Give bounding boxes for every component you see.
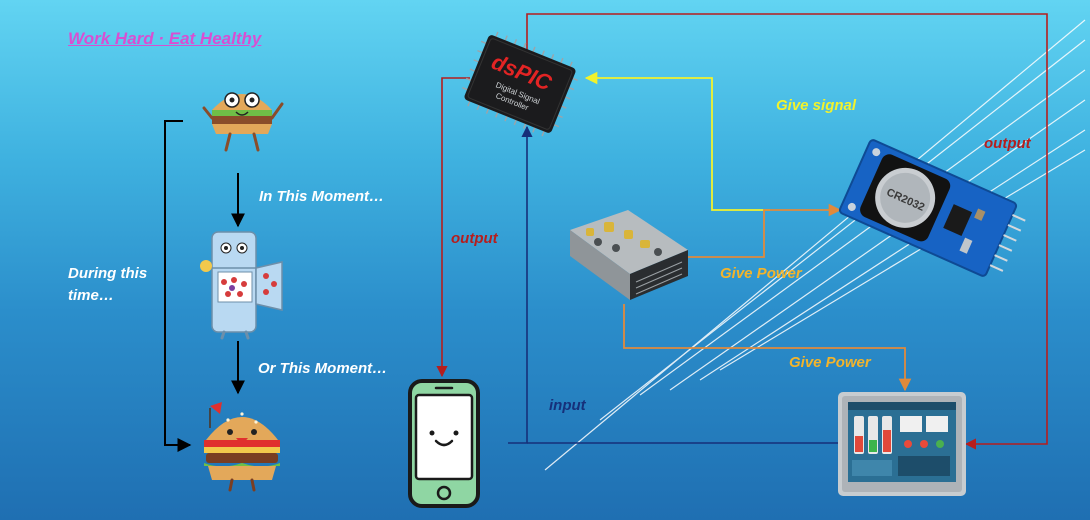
- output-line-to-phone: [436, 77, 470, 378]
- give-power-line-rtc: [686, 203, 842, 258]
- rtc-module: CR2032: [838, 139, 1026, 277]
- label-give-signal: Give signal: [776, 97, 857, 114]
- burger-happy: [204, 402, 280, 492]
- fridge-character: [200, 231, 283, 340]
- dspic-chip: dsPIC Digital Signal Controller: [462, 31, 578, 137]
- input-line-to-dspic: [508, 125, 533, 444]
- page-title: Work Hard · Eat Healthy: [68, 29, 262, 48]
- label-input: input: [549, 397, 586, 414]
- label-give-power-rtc: Give Power: [720, 265, 802, 282]
- power-supply: [570, 210, 688, 300]
- burger-with-glasses: [202, 92, 284, 152]
- during-line2: time…: [68, 287, 114, 304]
- phone-icon: [408, 379, 480, 508]
- label-or-this-moment: Or This Moment…: [258, 360, 388, 377]
- label-during-this-time: During this time…: [68, 263, 178, 307]
- during-line1: During this: [68, 265, 148, 282]
- hmi-panel: [838, 392, 966, 496]
- give-power-line-hmi: [623, 304, 912, 392]
- output-line-to-hmi: [526, 13, 1048, 450]
- label-output-right: output: [984, 135, 1031, 152]
- give-signal-line: [584, 71, 770, 211]
- decorative-streaks: [544, 19, 1086, 471]
- during-bracket-line: [164, 120, 192, 452]
- label-output-left: output: [451, 230, 498, 247]
- label-in-this-moment: In This Moment…: [259, 188, 384, 205]
- label-give-power-hmi: Give Power: [789, 354, 871, 371]
